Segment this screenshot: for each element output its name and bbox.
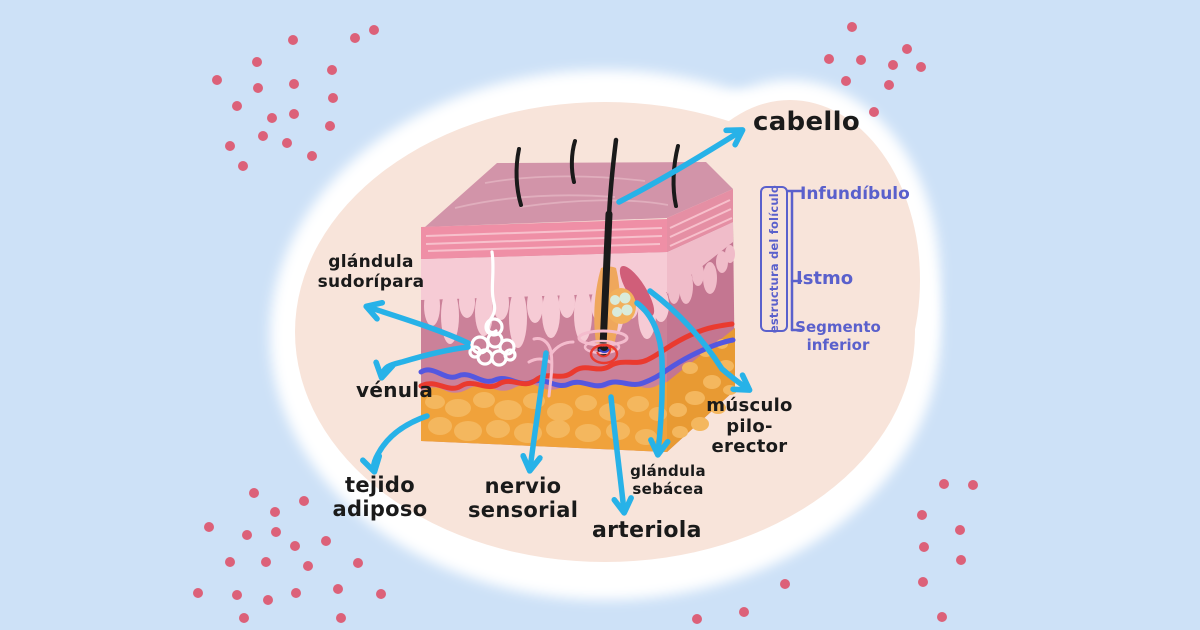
skin-block bbox=[418, 137, 737, 452]
hairs bbox=[514, 139, 680, 208]
arrow-glandula-sebacea bbox=[634, 300, 671, 458]
label-tejido-adiposo: tejido adiposo bbox=[332, 473, 428, 521]
arrector-pili-muscle bbox=[619, 265, 655, 317]
sebaceous-gland bbox=[606, 288, 636, 324]
follicle-structure-label: estructura del folículo bbox=[767, 184, 781, 334]
label-istmo: Istmo bbox=[796, 268, 854, 289]
sweat-gland bbox=[468, 250, 517, 367]
nerve-wrap-2 bbox=[583, 339, 621, 355]
label-glandula-sebacea: glándula sebácea bbox=[630, 462, 706, 498]
label-cabello: cabello bbox=[753, 107, 860, 137]
label-venula: vénula bbox=[356, 378, 434, 402]
skin-front-face bbox=[421, 219, 669, 452]
arrow-tejido-adiposo bbox=[360, 413, 430, 475]
confetti-dots bbox=[193, 22, 978, 624]
label-arrows bbox=[360, 127, 753, 516]
label-segmento-inferior: Segmento inferior bbox=[795, 318, 881, 354]
arrow-arteriola bbox=[608, 394, 634, 516]
papilla-vein bbox=[598, 348, 610, 353]
vein-venule bbox=[418, 337, 736, 389]
hair-follicle bbox=[577, 137, 655, 365]
sensory-nerve bbox=[527, 337, 575, 398]
skin-top-face bbox=[425, 162, 733, 227]
label-infundibulo: Infundíbulo bbox=[800, 184, 910, 204]
arrow-nervio-sensorial bbox=[520, 350, 549, 474]
follicle-structure-box: estructura del folículo bbox=[760, 184, 788, 334]
label-arteriola: arteriola bbox=[592, 518, 702, 543]
arrow-venula bbox=[373, 344, 471, 381]
arrow-musculo-piloerector bbox=[647, 288, 753, 393]
artery-arteriole bbox=[418, 321, 735, 391]
arrow-cabello bbox=[616, 127, 746, 205]
label-nervio-sensorial: nervio sensorial bbox=[468, 474, 579, 522]
hair-shaft bbox=[606, 137, 619, 219]
papilla-artery bbox=[596, 344, 612, 358]
label-glandula-sudoripara: glándula sudorípara bbox=[317, 252, 425, 292]
arrow-glandula-sudoripara bbox=[363, 299, 471, 346]
label-musculo-piloerector: músculo pilo-erector bbox=[706, 395, 793, 458]
follicle-bracket bbox=[786, 189, 803, 332]
